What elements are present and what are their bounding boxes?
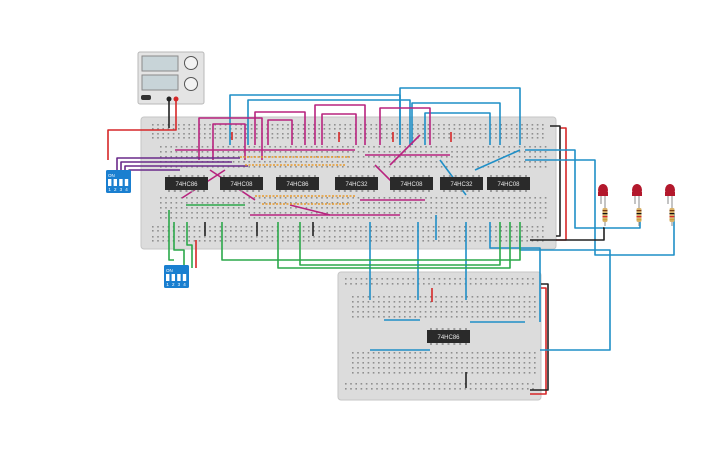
led [598,184,608,204]
chip-5: 74HC32 [440,175,483,192]
dip-toggle[interactable] [108,179,112,186]
dip-position-label: 2 [172,282,175,287]
dip-toggle[interactable] [124,179,129,186]
wire-green [299,222,501,266]
wire-green [173,222,185,268]
led [632,184,642,204]
dip-toggle[interactable] [182,274,187,281]
dip-position-label: 4 [125,187,128,192]
chip-label: 74HC32 [450,182,473,188]
chip-6: 74HC08 [487,175,530,192]
wire-blue [474,149,521,171]
wire-magenta [379,107,431,145]
wire-blue [247,99,411,145]
chip-label: 74HC08 [497,182,520,188]
chip-bottom-0: 74HC86 [427,328,470,345]
chip-4: 74HC08 [390,175,433,192]
wire-black [550,125,561,237]
wire-magenta [267,119,293,145]
wire-green [221,222,521,261]
led-group [598,184,675,226]
led [665,184,675,204]
dip-position-label: 1 [108,187,111,192]
chip-label: 74HC86 [175,182,198,188]
wire-blue [424,112,491,145]
chip-2: 74HC86 [276,175,319,192]
chip-label: 74HC86 [286,182,309,188]
wire-magenta [389,134,421,166]
resistor [636,204,642,226]
dip-position-label: 4 [183,282,186,287]
wire-black [530,227,605,241]
wire-magenta [254,111,306,145]
wire-purple [116,157,240,172]
wire-purple [120,161,232,172]
dip-toggle[interactable] [177,274,181,281]
wire-red [530,287,547,395]
dip-position-label: 3 [178,282,181,287]
wire-blue [525,159,675,256]
chip-label: 74HC86 [437,335,460,341]
dip-toggle[interactable] [119,179,123,186]
dip-position-label: 2 [114,187,117,192]
wires [107,87,675,395]
wire-red [556,127,567,241]
wire-black [530,283,549,391]
chip-label: 74HC08 [230,182,253,188]
resistor [602,204,608,226]
chip-0: 74HC86 [165,175,208,192]
wire-magenta [321,113,357,145]
chip-label: 74HC08 [400,182,423,188]
chips-top: 74HC86 74HC08 74HC86 74HC32 74HC08 74HC32 74HC… [165,175,530,192]
breadboard-secondary-holes [345,278,536,390]
chips-bottom: 74HC86 [427,328,470,345]
breadboard-main-holes [152,124,547,242]
dip-bottom-on-label: ON [166,268,173,273]
wire-green [168,210,174,261]
wire-blue [399,87,521,145]
wire-magenta [198,117,263,160]
wire-magenta [289,204,331,216]
power-supply[interactable] [137,51,205,105]
chip-label: 74HC32 [345,182,368,188]
wire-green [186,222,193,268]
wire-magenta [314,104,366,145]
chip-1: 74HC08 [220,175,263,192]
wire-blue [525,149,641,229]
dip-position-label: 1 [166,282,169,287]
wire-green [277,222,511,269]
wire-power-red [107,99,177,160]
dip-toggle[interactable] [166,274,170,281]
wire-blue [411,102,501,145]
resistor [669,204,675,226]
dip-position-label: 3 [120,187,123,192]
dip-toggle[interactable] [171,274,175,281]
chip-3: 74HC32 [335,175,378,192]
dip-toggle[interactable] [113,179,117,186]
wire-blue [489,222,541,322]
dip-left-on-label: ON [108,173,115,178]
wire-magenta [212,123,246,160]
